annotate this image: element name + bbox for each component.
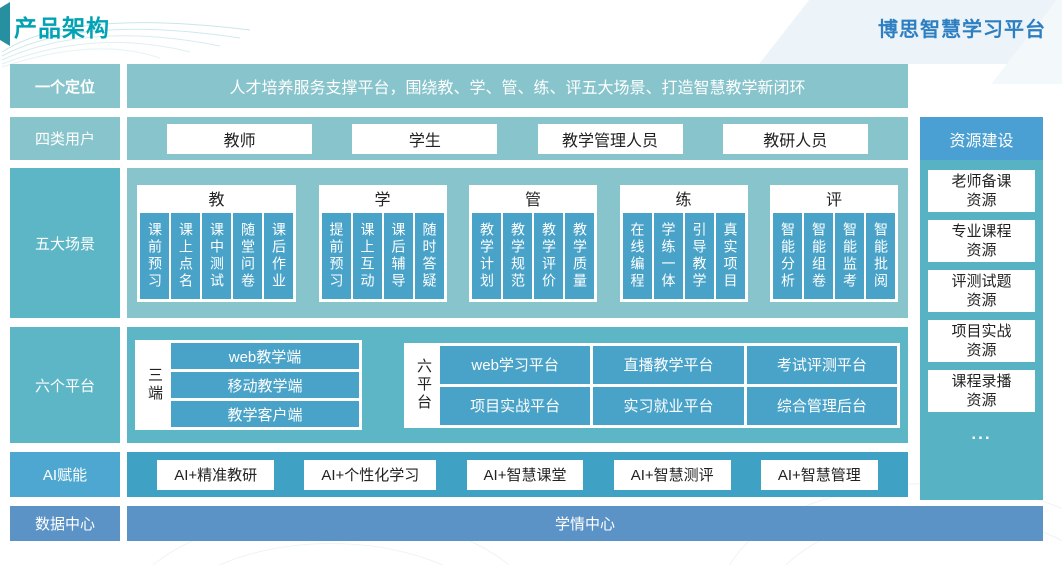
scenario-cell: 教学评价 bbox=[534, 212, 563, 299]
scenario-cell: 课前预习 bbox=[140, 212, 169, 299]
scenario-cell: 教学规范 bbox=[503, 212, 532, 299]
data-center-bar: 学情中心 bbox=[127, 506, 1043, 541]
scenario-group-practice: 练 在线编程 学练一体 引导教学 真实项目 bbox=[619, 184, 748, 302]
six-platforms-unit: 六平台 web学习平台 直播教学平台 考试评测平台 项目实战平台 实习就业平台 … bbox=[404, 342, 900, 428]
scenario-cell: 学练一体 bbox=[653, 212, 683, 299]
resource-item: 老师备课 资源 bbox=[928, 170, 1035, 212]
scenario-cell: 智能批阅 bbox=[866, 212, 895, 299]
scenario-group-title: 评 bbox=[825, 191, 842, 209]
positioning-statement: 人才培养服务支撑平台，围绕教、学、管、练、评五大场景、打造智慧教学新闭环 bbox=[127, 64, 908, 108]
platform-cell: 综合管理后台 bbox=[746, 386, 897, 425]
scenario-cell: 提前预习 bbox=[321, 212, 351, 299]
ai-box: AI+精准教研 bbox=[157, 459, 275, 490]
ai-box: AI+智慧课堂 bbox=[466, 459, 584, 490]
arc-decoration bbox=[150, 543, 512, 565]
user-box-student: 学生 bbox=[352, 123, 498, 154]
scenario-cell: 智能组卷 bbox=[804, 212, 833, 299]
resources-column: 资源建设 老师备课 资源 专业课程 资源 评测试题 资源 项目实战 资源 课程录… bbox=[920, 117, 1043, 500]
platforms-strip: 三端 web教学端 移动教学端 教学客户端 六平台 web学习平台 直播教学平台… bbox=[127, 327, 908, 443]
platform-cell: web学习平台 bbox=[440, 345, 591, 384]
scenario-cells: 智能分析 智能组卷 智能监考 智能批阅 bbox=[773, 212, 895, 299]
three-ends-unit: 三端 web教学端 移动教学端 教学客户端 bbox=[135, 340, 362, 430]
scenario-cell: 课后作业 bbox=[264, 212, 293, 299]
scenario-cell: 智能监考 bbox=[835, 212, 864, 299]
scenario-cell: 真实项目 bbox=[715, 212, 745, 299]
scenario-group-title: 管 bbox=[524, 191, 541, 209]
six-platforms-title: 六平台 bbox=[415, 358, 432, 412]
scenario-group-manage: 管 教学计划 教学规范 教学评价 教学质量 bbox=[469, 184, 597, 302]
user-box-teacher: 教师 bbox=[167, 123, 313, 154]
platform-cell: 直播教学平台 bbox=[593, 345, 744, 384]
platform-cell: 实习就业平台 bbox=[593, 386, 744, 425]
scenario-cell: 随堂问卷 bbox=[233, 212, 262, 299]
scenario-group-evaluate: 评 智能分析 智能组卷 智能监考 智能批阅 bbox=[770, 184, 898, 302]
row-label-ai: AI赋能 bbox=[10, 452, 120, 497]
row-label-users: 四类用户 bbox=[10, 117, 120, 160]
users-strip: 教师 学生 教学管理人员 教研人员 bbox=[127, 117, 908, 160]
row-positioning: 一个定位 人才培养服务支撑平台，围绕教、学、管、练、评五大场景、打造智慧教学新闭… bbox=[10, 64, 908, 108]
scenario-cell: 在线编程 bbox=[622, 212, 652, 299]
resource-item: 评测试题 资源 bbox=[928, 270, 1035, 312]
row-platforms: 六个平台 三端 web教学端 移动教学端 教学客户端 六平台 web学习平台 直… bbox=[10, 327, 908, 443]
scenario-cell: 引导教学 bbox=[684, 212, 714, 299]
scenario-group-teach: 教 课前预习 课上点名 课中测试 随堂问卷 课后作业 bbox=[137, 184, 296, 302]
scenario-cell: 教学质量 bbox=[565, 212, 594, 299]
scenario-cell: 教学计划 bbox=[472, 212, 501, 299]
row-label-positioning: 一个定位 bbox=[10, 64, 120, 108]
scenario-group-learn: 学 提前预习 课上互动 课后辅导 随时答疑 bbox=[318, 184, 447, 302]
scenario-cell: 课中测试 bbox=[202, 212, 231, 299]
scenario-cells: 课前预习 课上点名 课中测试 随堂问卷 课后作业 bbox=[140, 212, 293, 299]
scenario-group-title: 教 bbox=[208, 191, 225, 209]
scenario-group-title: 练 bbox=[675, 191, 692, 209]
end-cell: 教学客户端 bbox=[171, 401, 359, 427]
product-title: 博思智慧学习平台 bbox=[878, 19, 1046, 41]
scenarios-strip: 教 课前预习 课上点名 课中测试 随堂问卷 课后作业 学 提前预习 课上互动 课… bbox=[127, 168, 908, 318]
row-label-platforms: 六个平台 bbox=[10, 327, 120, 443]
scenario-group-title: 学 bbox=[374, 191, 391, 209]
row-label-data-center: 数据中心 bbox=[10, 506, 120, 541]
row-label-scenarios: 五大场景 bbox=[10, 168, 120, 318]
resources-more-ellipsis: ... bbox=[971, 424, 992, 443]
end-cell: web教学端 bbox=[171, 343, 359, 369]
resources-title: 资源建设 bbox=[920, 117, 1043, 160]
scenario-cells: 提前预习 课上互动 课后辅导 随时答疑 bbox=[321, 212, 444, 299]
ai-box: AI+智慧管理 bbox=[760, 459, 878, 490]
resource-item: 课程录播 资源 bbox=[928, 370, 1035, 412]
scenario-cell: 智能分析 bbox=[773, 212, 802, 299]
three-ends-list: web教学端 移动教学端 教学客户端 bbox=[171, 343, 359, 427]
row-scenarios: 五大场景 教 课前预习 课上点名 课中测试 随堂问卷 课后作业 学 提前预习 bbox=[10, 168, 908, 318]
row-data-center: 数据中心 学情中心 bbox=[10, 506, 1043, 541]
scenario-cell: 课后辅导 bbox=[383, 212, 413, 299]
resource-item: 专业课程 资源 bbox=[928, 220, 1035, 262]
platform-cell: 考试评测平台 bbox=[746, 345, 897, 384]
ai-strip: AI+精准教研 AI+个性化学习 AI+智慧课堂 AI+智慧测评 AI+智慧管理 bbox=[127, 452, 908, 497]
six-platforms-grid: web学习平台 直播教学平台 考试评测平台 项目实战平台 实习就业平台 综合管理… bbox=[440, 345, 897, 425]
architecture-grid: 一个定位 人才培养服务支撑平台，围绕教、学、管、练、评五大场景、打造智慧教学新闭… bbox=[10, 64, 908, 497]
end-cell: 移动教学端 bbox=[171, 372, 359, 398]
scenario-cell: 课上点名 bbox=[171, 212, 200, 299]
three-ends-title: 三端 bbox=[146, 367, 163, 403]
ai-box: AI+个性化学习 bbox=[304, 459, 437, 490]
user-box-researcher: 教研人员 bbox=[722, 123, 868, 154]
resource-item: 项目实战 资源 bbox=[928, 320, 1035, 362]
scenario-cell: 随时答疑 bbox=[414, 212, 444, 299]
user-box-admin: 教学管理人员 bbox=[537, 123, 683, 154]
scenario-cells: 教学计划 教学规范 教学评价 教学质量 bbox=[472, 212, 594, 299]
platform-cell: 项目实战平台 bbox=[440, 386, 591, 425]
scenario-cells: 在线编程 学练一体 引导教学 真实项目 bbox=[622, 212, 745, 299]
page-title: 产品架构 bbox=[14, 15, 110, 41]
scenario-cell: 课上互动 bbox=[352, 212, 382, 299]
resources-list: 老师备课 资源 专业课程 资源 评测试题 资源 项目实战 资源 课程录播 资源 … bbox=[920, 160, 1043, 500]
row-users: 四类用户 教师 学生 教学管理人员 教研人员 bbox=[10, 117, 908, 160]
row-ai: AI赋能 AI+精准教研 AI+个性化学习 AI+智慧课堂 AI+智慧测评 AI… bbox=[10, 452, 908, 497]
ai-box: AI+智慧测评 bbox=[613, 459, 731, 490]
